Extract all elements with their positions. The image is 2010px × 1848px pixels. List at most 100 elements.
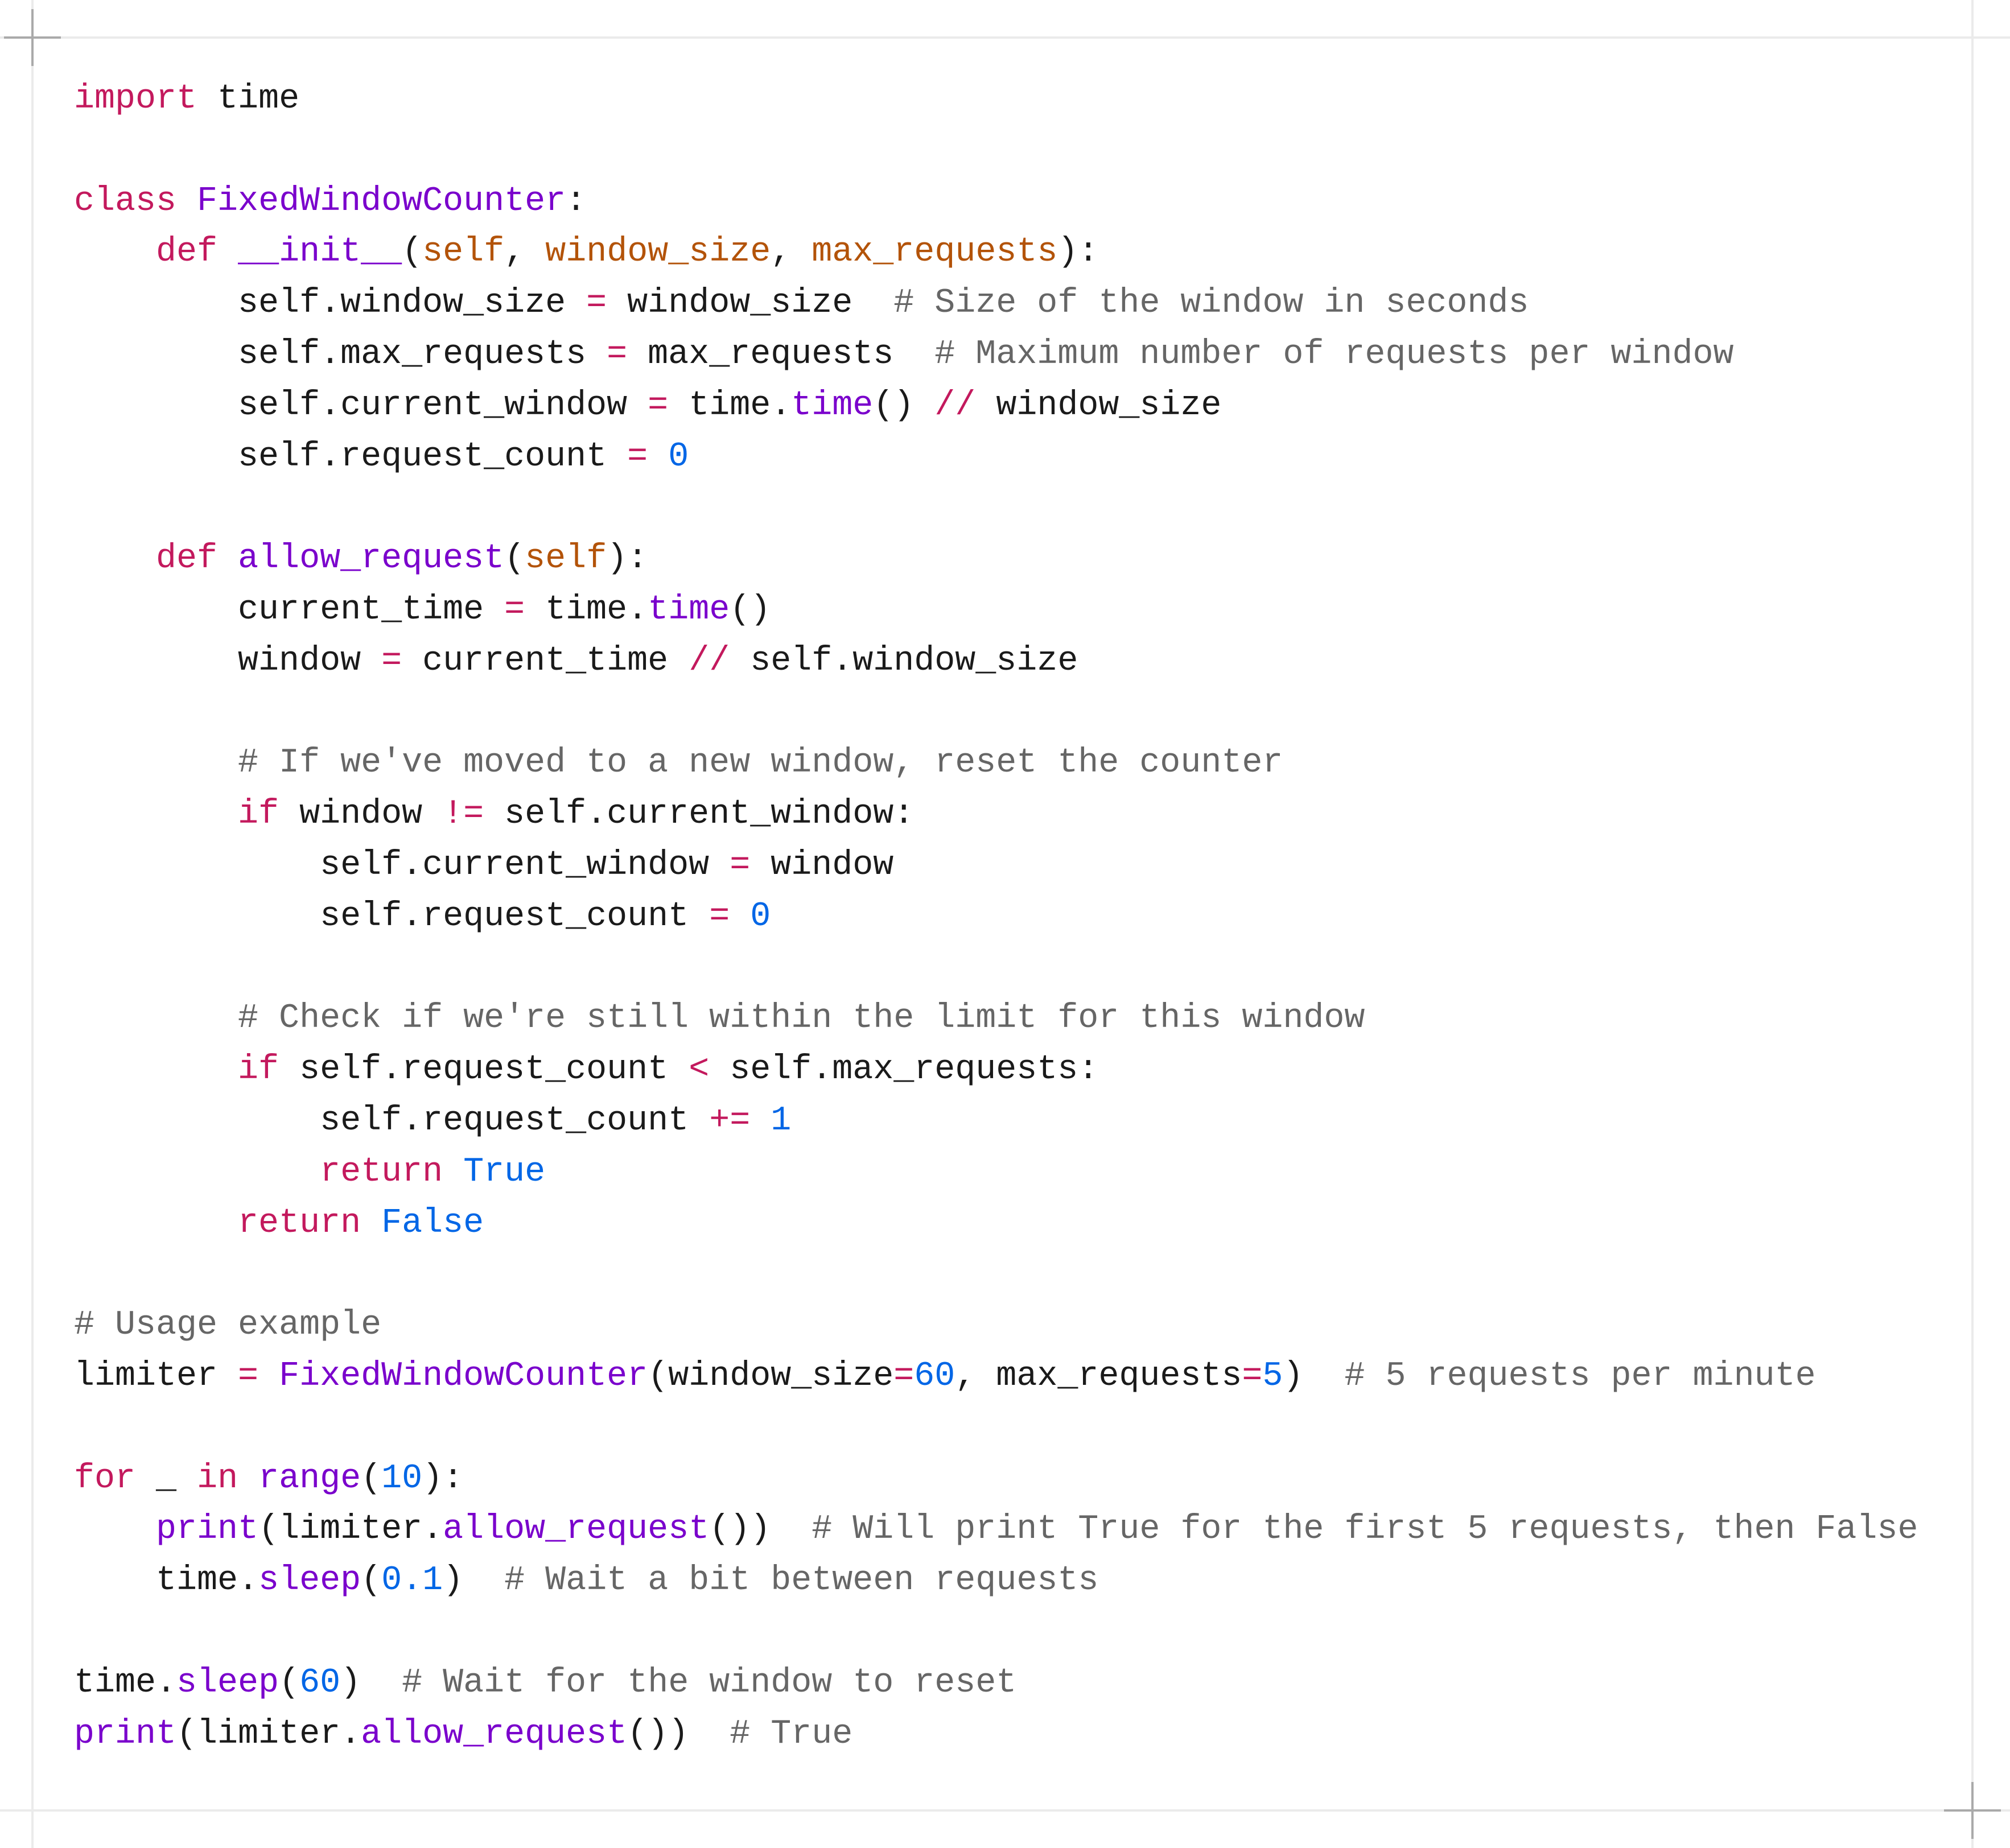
code-token-plain: () [873,386,935,425]
code-token-plain: (limiter. [176,1714,361,1754]
code-line: self.window_size = window_size # Size of… [74,278,1918,329]
code-token-plain [648,438,668,476]
code-line: self.max_requests = max_requests # Maxim… [74,329,1918,381]
code-token-plain: max_requests [627,335,935,374]
code-token-plain [74,999,238,1038]
code-line: print(limiter.allow_request()) # True [74,1709,1918,1760]
code-token-plain [74,1204,238,1243]
code-token-plain: , [504,233,546,272]
code-token-plain: window [279,795,443,834]
code-token-comment: # Wait for the window to reset [402,1663,1017,1702]
code-token-plain: ()) [709,1510,812,1549]
code-token-number: 0 [668,437,689,476]
code-token-plain: time [197,80,300,118]
code-token-operator: < [689,1050,710,1090]
code-line: current_time = time.time() [74,585,1918,636]
code-token-plain [217,539,238,578]
code-token-plain: self.request_count [279,1050,689,1090]
code-line: def __init__(self, window_size, max_requ… [74,227,1918,278]
code-token-function: FixedWindowCounter [279,1356,648,1396]
code-token-keyword: def [156,539,218,579]
code-token-plain [74,539,156,578]
code-line: self.request_count += 1 [74,1096,1918,1147]
code-token-comment: # True [730,1714,853,1754]
code-line [74,482,1918,534]
code-token-function: allow_request [361,1714,628,1754]
code-token-operator: // [689,641,730,680]
code-line: if self.request_count < self.max_request… [74,1045,1918,1096]
code-token-param: window_size [545,233,771,272]
code-token-function: allow_request [238,539,505,579]
code-line: import time [74,74,1918,125]
code-token-plain: , max_requests [955,1356,1242,1396]
code-token-number: 60 [299,1663,341,1702]
code-line: self.current_window = window [74,840,1918,892]
code-token-plain: ( [402,233,423,272]
code-line: def allow_request(self): [74,534,1918,585]
code-token-plain: self.current_window: [484,795,915,834]
code-token-number: True [463,1152,546,1191]
code-token-plain: self.max_requests: [709,1050,1099,1090]
code-token-plain: , [771,233,812,272]
code-token-function: FixedWindowCounter [197,182,566,221]
code-token-plain: self.max_requests [74,335,607,374]
code-token-plain: ()) [627,1714,730,1754]
code-token-plain [730,897,750,936]
code-token-function: __init__ [238,233,402,272]
code-line [74,125,1918,176]
code-line: # If we've moved to a new window, reset … [74,738,1918,789]
code-token-plain: window [74,641,382,680]
code-line: time.sleep(60) # Wait for the window to … [74,1658,1918,1709]
code-token-param: max_requests [812,233,1058,272]
code-line [74,687,1918,739]
code-token-number: 10 [381,1459,423,1498]
code-token-keyword: if [238,795,279,834]
crosshair-top-left-icon [4,9,61,66]
code-token-number: 1 [771,1101,792,1140]
code-token-function: print [74,1714,177,1754]
code-token-plain: : [566,182,587,221]
code-token-plain: limiter [74,1356,238,1396]
code-token-number: 5 [1262,1356,1283,1396]
code-token-plain: ( [361,1459,382,1498]
code-token-plain: window_size [975,386,1222,425]
code-token-keyword: for [74,1459,136,1498]
code-token-keyword: import [74,80,197,118]
code-line: limiter = FixedWindowCounter(window_size… [74,1351,1918,1402]
code-token-plain: current_time [402,641,689,680]
code-token-plain: self.current_window [74,386,648,425]
code-token-operator: = [627,437,648,476]
code-token-plain: ( [361,1561,382,1600]
code-line [74,1402,1918,1454]
code-token-comment: # Check if we're still within the limit … [238,999,1365,1038]
code-token-plain: ( [279,1663,300,1702]
frame-top-border [0,36,2010,39]
code-token-comment: # Will print True for the first 5 reques… [812,1510,1918,1549]
code-token-function: time [791,386,874,425]
code-line: if window != self.current_window: [74,789,1918,840]
code-token-function: time [648,590,730,629]
code-token-plain: (window_size [648,1356,894,1396]
code-line: time.sleep(0.1) # Wait a bit between req… [74,1556,1918,1607]
code-token-plain: self.request_count [74,437,628,476]
code-line: return True [74,1147,1918,1198]
code-line [74,943,1918,994]
code-token-number: False [381,1203,484,1243]
code-token-comment: # Size of the window in seconds [893,284,1529,323]
code-line [74,1607,1918,1658]
code-line: return False [74,1198,1918,1249]
code-line: self.current_window = time.time() // win… [74,381,1918,432]
code-token-function: print [156,1510,259,1549]
code-token-keyword: return [238,1203,361,1243]
code-token-operator: = [893,1356,915,1396]
frame-bottom-border [0,1809,2010,1812]
code-token-plain [176,182,197,221]
code-line: # Check if we're still within the limit … [74,993,1918,1045]
frame-left-border [31,0,34,1848]
code-token-comment: # 5 requests per minute [1344,1356,1816,1396]
code-token-operator: = [381,641,402,680]
code-token-plain: () [730,590,771,629]
code-token-plain: time. [74,1663,177,1702]
code-token-param: self [422,233,505,272]
